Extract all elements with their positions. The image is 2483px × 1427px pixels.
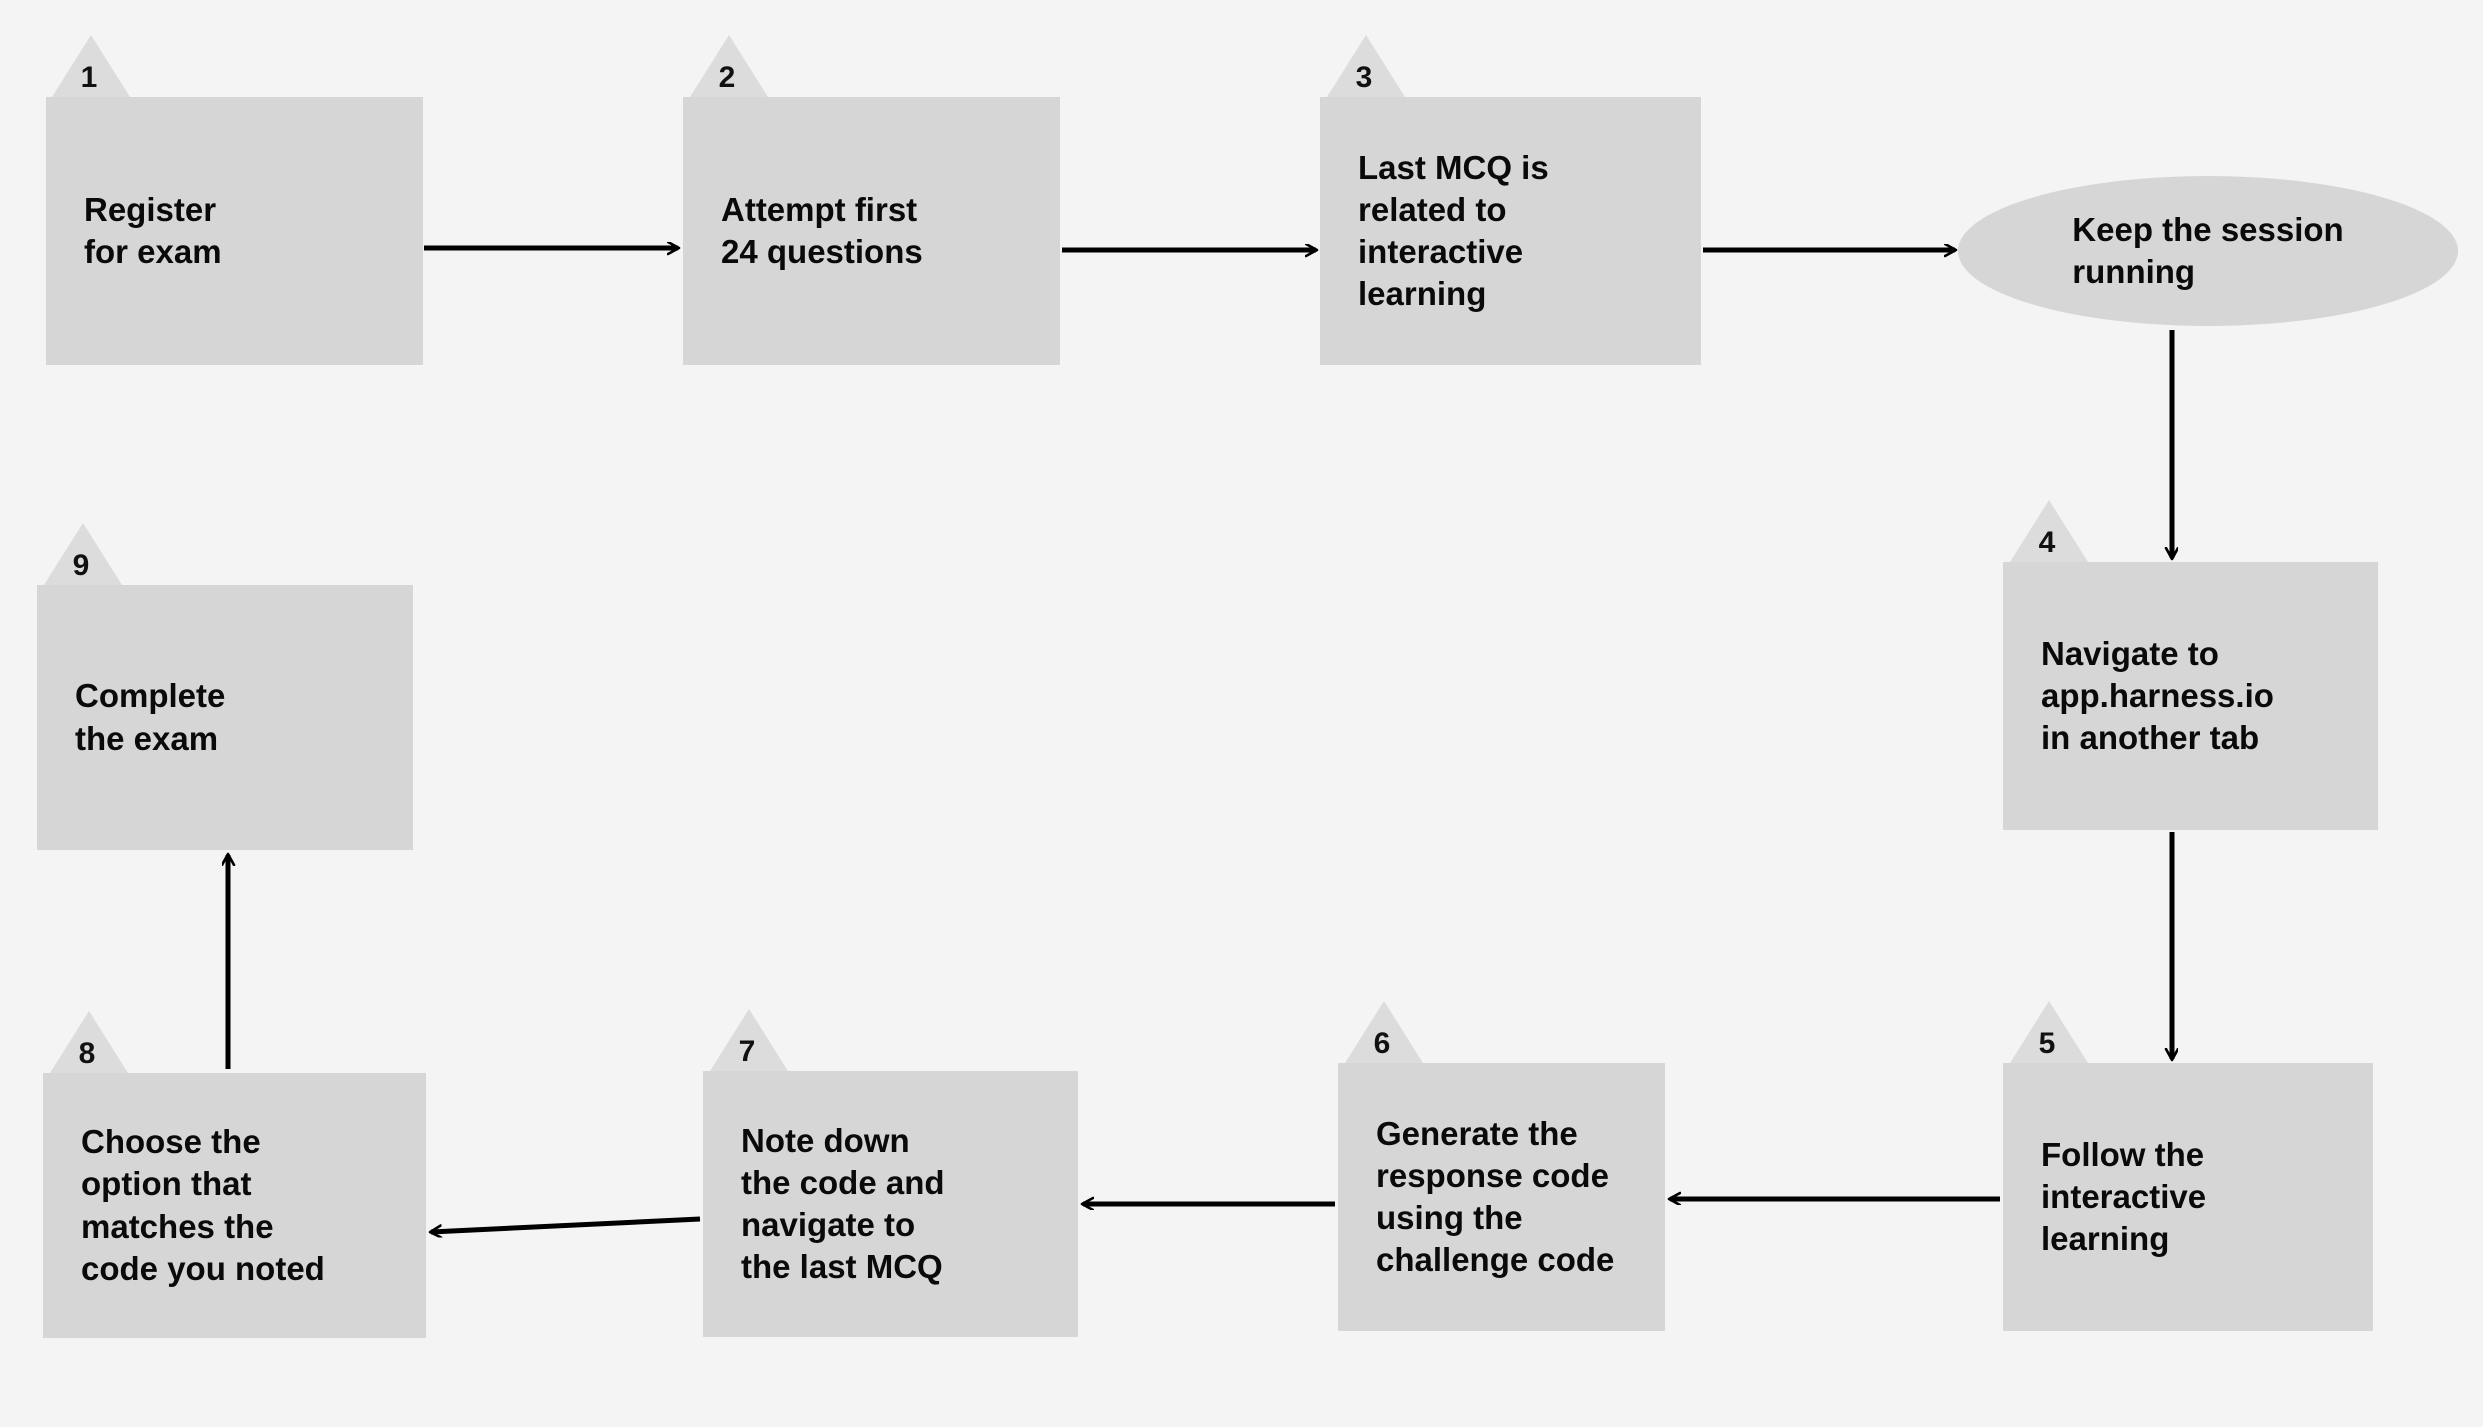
step-badge-9: 9 [44,523,122,585]
step-number: 3 [1355,61,1373,94]
step-badge-5: 5 [2010,1001,2088,1063]
flow-node-n8[interactable]: Note down the code and navigate to the l… [703,1071,1078,1337]
flow-node-n9[interactable]: Choose the option that matches the code … [43,1073,426,1338]
flow-node-label: Choose the option that matches the code … [81,1123,325,1287]
step-number: 2 [718,61,736,94]
triangle-badge-icon [690,35,768,97]
step-badge-4: 4 [2010,500,2088,562]
step-badge-1: 1 [52,35,130,97]
step-number: 1 [80,61,98,94]
step-number: 6 [1373,1027,1391,1060]
flow-node-n4[interactable]: Keep the session running [1958,176,2458,326]
flow-node-n10[interactable]: Complete the exam [37,585,413,850]
step-number: 9 [72,549,90,582]
triangle-badge-icon [1327,35,1405,97]
flow-node-label: Keep the session running [2072,210,2344,290]
triangle-badge-icon [710,1009,788,1071]
flow-node-n3[interactable]: Last MCQ is related to interactive learn… [1320,97,1701,365]
triangle-badge-icon [44,523,122,585]
step-number: 4 [2038,526,2056,559]
flow-node-label: Last MCQ is related to interactive learn… [1358,148,1549,313]
flow-node-n1[interactable]: Register for exam [46,97,423,365]
flow-node-n7[interactable]: Generate the response code using the cha… [1338,1063,1665,1331]
flow-node-n6[interactable]: Follow the interactive learning [2003,1063,2373,1331]
flow-node-label: Complete the exam [75,677,226,757]
flow-node-label: Note down the code and navigate to the l… [741,1121,945,1286]
triangle-badge-icon [2010,500,2088,562]
triangle-badge-icon [1345,1001,1423,1063]
triangle-badge-icon [50,1011,128,1073]
flow-edge-n8-to-n9 [431,1216,701,1232]
flow-node-label: Generate the response code using the cha… [1376,1114,1615,1279]
step-badge-8: 8 [50,1011,128,1073]
step-number: 5 [2038,1027,2056,1060]
step-number: 8 [78,1037,96,1070]
flow-node-n5[interactable]: Navigate to app.harness.io in another ta… [2003,562,2378,830]
triangle-badge-icon [52,35,130,97]
triangle-badge-icon [2010,1001,2088,1063]
flow-node-n2[interactable]: Attempt first 24 questions [683,97,1060,365]
step-badge-3: 3 [1327,35,1405,97]
flow-node-label: Follow the interactive learning [2041,1135,2207,1258]
flow-node-label: Navigate to app.harness.io in another ta… [2041,634,2274,757]
step-badge-7: 7 [710,1009,788,1071]
flow-node-label: Register for exam [84,190,222,270]
step-badge-2: 2 [690,35,768,97]
step-badge-6: 6 [1345,1001,1423,1063]
flow-node-label: Attempt first 24 questions [721,190,923,270]
step-number: 7 [738,1035,756,1068]
